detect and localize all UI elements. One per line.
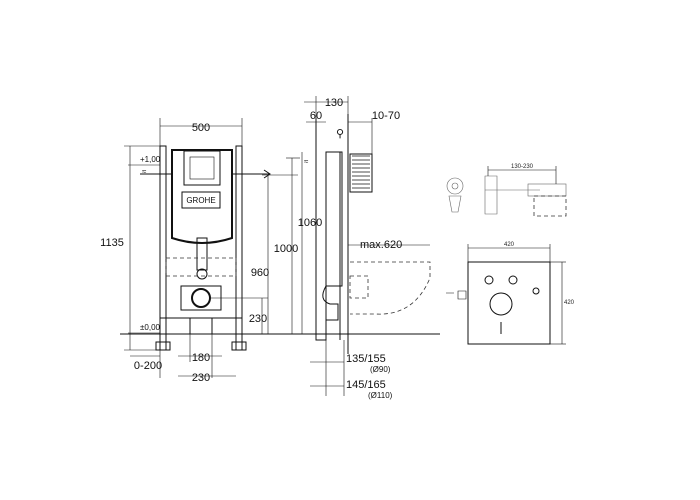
flush-plate-inner [189, 156, 215, 180]
cistern-profile [325, 151, 343, 287]
plate-drain-hole [489, 292, 513, 316]
side-view: ⚲ ≈ 130 60 10-70 1060 max.620 135/155 (Ø… [298, 96, 440, 400]
plate-hole-right [508, 275, 518, 285]
dim-180-label: 180 [192, 352, 210, 364]
right-foot [231, 341, 247, 351]
plate-hole-left [484, 275, 494, 285]
detail-fitting-circle [446, 177, 464, 195]
drain-pipe-side [322, 285, 339, 340]
level-top-label: +1,00 [140, 155, 161, 164]
detail-dashed-box [533, 195, 567, 217]
wave-icon: ≈ [142, 167, 147, 176]
detail-wall-block [484, 175, 498, 215]
dim-1060-label: 1060 [298, 217, 322, 229]
detail-view: 130-230 [446, 164, 567, 217]
dim-0-200-label: 0-200 [134, 360, 162, 372]
dim-max-620-label: max.620 [360, 239, 402, 251]
toilet-base-side [349, 275, 369, 299]
water-drop-icon: ⚲ [336, 128, 344, 140]
wave-icon-side: ≈ [304, 157, 309, 166]
dim-420-horizontal-label: 420 [504, 242, 515, 248]
front-view: GROHE ≈ 500 +1,00 ±0,00 1135 [100, 118, 308, 384]
dim-420-vertical-label: 420 [564, 300, 575, 306]
toilet-outline-upper [165, 257, 237, 277]
dim-145-165-label: 145/165 [346, 379, 386, 391]
dim-1135-label: 1135 [100, 237, 124, 249]
dim-500-label: 500 [192, 122, 210, 134]
frame-right-post [235, 145, 243, 351]
pipe-elbow [196, 268, 208, 280]
plate-view: 420 420 [446, 242, 575, 345]
dim-135-155-label: 135/155 [346, 353, 386, 365]
drain-connector [189, 317, 213, 335]
dim-10-70-label: 10-70 [372, 110, 400, 122]
dim-1000-label: 1000 [274, 243, 298, 255]
cistern-body [171, 149, 233, 244]
detail-fitting-body [448, 195, 462, 213]
sound-plate [467, 261, 551, 345]
frame-left-post [159, 145, 167, 351]
dim-135-155-sub: (Ø90) [370, 365, 391, 374]
plate-side-fitting-icon [446, 290, 467, 300]
dim-960-label: 960 [251, 267, 269, 279]
dim-130-230-label: 130-230 [511, 164, 534, 170]
frame-profile [315, 118, 341, 341]
brand-plate [181, 191, 221, 209]
toilet-outline-side [350, 261, 431, 315]
flush-pipe [196, 237, 208, 271]
dim-230-label: 230 [192, 372, 210, 384]
level-bottom-label: ±0,00 [140, 323, 161, 332]
left-foot [155, 341, 171, 351]
dim-130-label: 130 [325, 97, 343, 109]
flush-plate-opening [183, 150, 221, 186]
plate-hole-side [532, 287, 540, 295]
dim-230-drain-label: 230 [249, 313, 267, 325]
detail-connector [527, 183, 567, 197]
brand-text: GROHE [186, 196, 215, 205]
dim-145-165-sub: (Ø110) [368, 391, 393, 400]
wall-cladding [349, 153, 373, 193]
drain-outlet [191, 288, 211, 308]
dim-60-label: 60 [310, 110, 322, 122]
